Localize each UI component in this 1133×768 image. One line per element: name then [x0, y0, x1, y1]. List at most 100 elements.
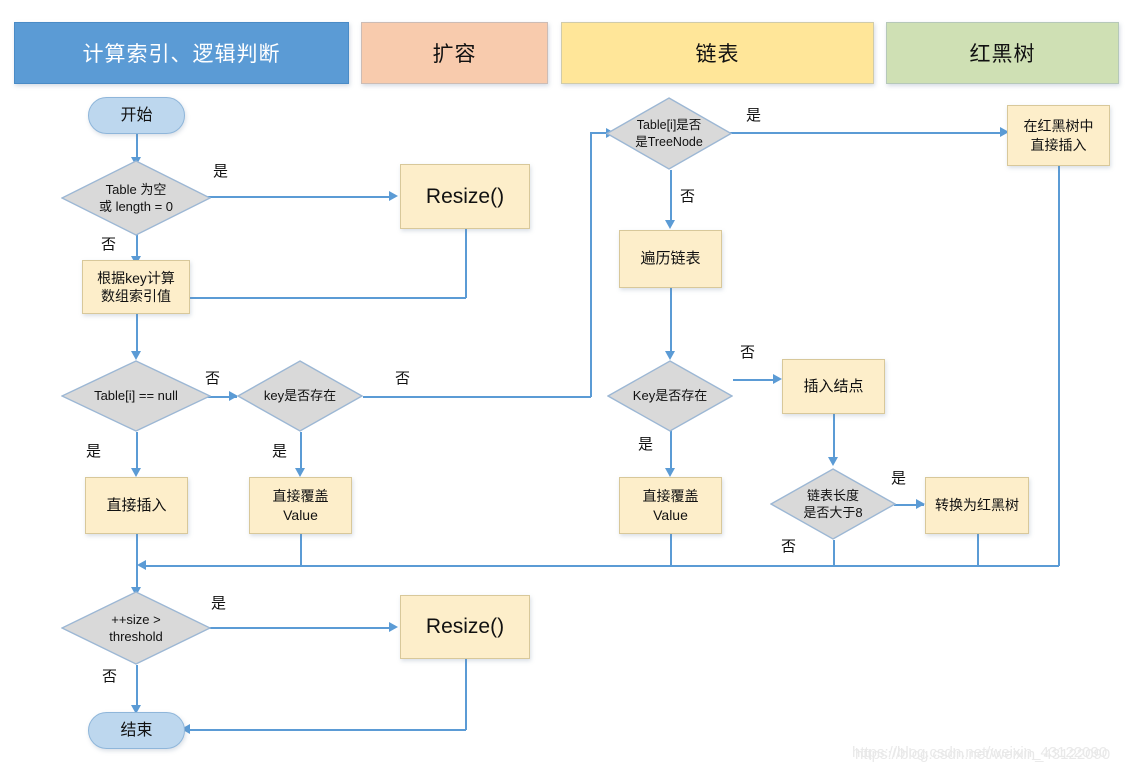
edge-label-table-empty-yes: 是: [213, 163, 229, 180]
edge-size-threshold-yes: [189, 627, 389, 629]
node-end-label: 结束: [120, 721, 153, 739]
edge-label-size-threshold-no: 否: [102, 668, 118, 685]
node-key-exists-mid-label: Key是否存在: [632, 388, 708, 404]
edge-label-table-i-null-no: 否: [205, 370, 221, 387]
node-insert-node[interactable]: 插入结点: [782, 359, 885, 414]
arrowhead-direct-insert: [131, 468, 141, 477]
arrowhead-resize-bottom: [389, 622, 398, 632]
arrowhead-end-right: [181, 724, 190, 734]
lane-label-compute: 计算索引、逻辑判断: [82, 43, 281, 66]
edge-into-is-treenode: [590, 132, 610, 134]
lane-label-resize: 扩容: [432, 43, 477, 66]
edge-resize-bottom-back: [190, 729, 466, 731]
node-resize-top[interactable]: Resize(): [400, 164, 530, 229]
arrowhead-traverse-list: [665, 220, 675, 229]
lane-header-rbtree: 红黑树: [886, 22, 1119, 84]
node-table-i-null[interactable]: Table[i] == null: [61, 360, 211, 432]
node-list-len-gt8[interactable]: 链表长度 是否大于8: [770, 468, 896, 540]
edge-is-treenode-no: [670, 170, 672, 222]
diamond-shape: [61, 360, 211, 432]
arrowhead-end: [131, 705, 141, 714]
node-traverse-list-label: 遍历链表: [640, 250, 701, 268]
node-start-label: 开始: [120, 106, 153, 124]
node-overwrite-left-label: 直接覆盖 Value: [272, 488, 329, 523]
edge-label-is-treenode-yes: 是: [746, 107, 762, 124]
edge-label-key-exists-mid-no: 否: [740, 344, 756, 361]
lane-label-linkedlist: 链表: [695, 43, 740, 66]
node-resize-top-label: Resize(): [425, 184, 505, 208]
arrowhead-insert-node: [773, 374, 782, 384]
node-to-rbtree[interactable]: 转换为红黑树: [925, 477, 1029, 534]
edge-key-exists-left-yes: [300, 432, 302, 470]
node-overwrite-mid-label: 直接覆盖 Value: [642, 488, 699, 523]
edge-list-len-no: [833, 540, 835, 566]
watermark-text-shadow: https://blog.csdn.net/weixin_43122090: [855, 746, 1111, 763]
edge-resize-top-back: [190, 297, 466, 299]
lane-label-rbtree: 红黑树: [969, 43, 1036, 66]
edge-resize-bottom-down: [465, 659, 467, 730]
node-end[interactable]: 结束: [88, 712, 185, 749]
edge-rbtree-insert-down: [1058, 166, 1060, 566]
edge-merge-line: [146, 565, 1059, 567]
node-insert-node-label: 插入结点: [803, 377, 864, 395]
node-rbtree-insert[interactable]: 在红黑树中 直接插入: [1007, 105, 1110, 166]
edge-insert-node-down: [833, 414, 835, 459]
node-calc-index-label: 根据key计算 数组索引值: [97, 269, 175, 304]
edge-table-empty-no: [136, 234, 138, 258]
edge-traverse-list-down: [670, 288, 672, 353]
node-size-threshold[interactable]: ++size > threshold: [61, 591, 211, 665]
diamond-shape: [61, 160, 211, 236]
edge-label-size-threshold-yes: 是: [211, 595, 227, 612]
edge-label-list-len-no: 否: [781, 538, 797, 555]
node-traverse-list[interactable]: 遍历链表: [619, 230, 722, 288]
edge-resize-top-down: [465, 229, 467, 298]
node-start[interactable]: 开始: [88, 97, 185, 134]
node-resize-bottom-label: Resize(): [425, 615, 505, 639]
edge-key-exists-left-no-h: [363, 396, 591, 398]
diamond-shape: [61, 591, 211, 665]
edge-table-empty-yes: [189, 196, 389, 198]
edge-direct-insert-down: [136, 534, 138, 566]
node-key-exists-left[interactable]: key是否存在: [237, 360, 363, 432]
edge-label-key-exists-left-yes: 是: [272, 443, 288, 460]
diamond-shape: [606, 97, 732, 170]
arrowhead-resize-top: [389, 191, 398, 201]
edge-is-treenode-yes: [730, 132, 1002, 134]
lane-header-compute: 计算索引、逻辑判断: [14, 22, 349, 84]
node-key-exists-mid[interactable]: Key是否存在: [607, 360, 733, 432]
node-rbtree-insert-label: 在红黑树中 直接插入: [1023, 118, 1094, 153]
arrowhead-overwrite-mid: [665, 468, 675, 477]
edge-label-key-exists-mid-yes: 是: [638, 436, 654, 453]
diamond-shape: [237, 360, 363, 432]
node-is-treenode-label: Table[i]是否 是TreeNode: [635, 118, 703, 149]
node-to-rbtree-label: 转换为红黑树: [935, 497, 1019, 514]
edge-label-table-empty-no: 否: [101, 236, 117, 253]
lane-header-linkedlist: 链表: [561, 22, 874, 84]
node-list-len-gt8-label: 链表长度 是否大于8: [803, 487, 863, 520]
edge-size-threshold-no: [136, 665, 138, 707]
node-direct-insert[interactable]: 直接插入: [85, 477, 188, 534]
node-is-treenode[interactable]: Table[i]是否 是TreeNode: [606, 97, 732, 170]
diamond-shape: [770, 468, 896, 540]
node-table-empty[interactable]: Table 为空 或 length = 0: [61, 160, 211, 236]
arrowhead-to-rbtree: [916, 499, 925, 509]
watermark: https://blog.csdn.net/weixin_43122090 ht…: [852, 744, 1111, 763]
arrowhead-rbtree-insert: [1000, 127, 1009, 137]
arrowhead-merge-left: [137, 560, 146, 570]
edge-label-is-treenode-no: 否: [680, 188, 696, 205]
node-size-threshold-label: ++size > threshold: [109, 611, 163, 644]
node-overwrite-left[interactable]: 直接覆盖 Value: [249, 477, 352, 534]
node-table-i-null-label: Table[i] == null: [94, 388, 178, 404]
node-key-exists-left-label: key是否存在: [263, 388, 337, 404]
node-resize-bottom[interactable]: Resize(): [400, 595, 530, 659]
edge-label-key-exists-left-no: 否: [395, 370, 411, 387]
arrowhead-key-exists-mid: [665, 351, 675, 360]
edge-to-rbtree-down: [977, 534, 979, 566]
node-calc-index[interactable]: 根据key计算 数组索引值: [82, 260, 190, 314]
arrowhead-list-len: [828, 457, 838, 466]
edge-key-exists-left-no-v: [590, 133, 592, 397]
edge-overwrite-left-down: [300, 534, 302, 566]
edge-key-exists-mid-yes: [670, 415, 672, 470]
node-overwrite-mid[interactable]: 直接覆盖 Value: [619, 477, 722, 534]
